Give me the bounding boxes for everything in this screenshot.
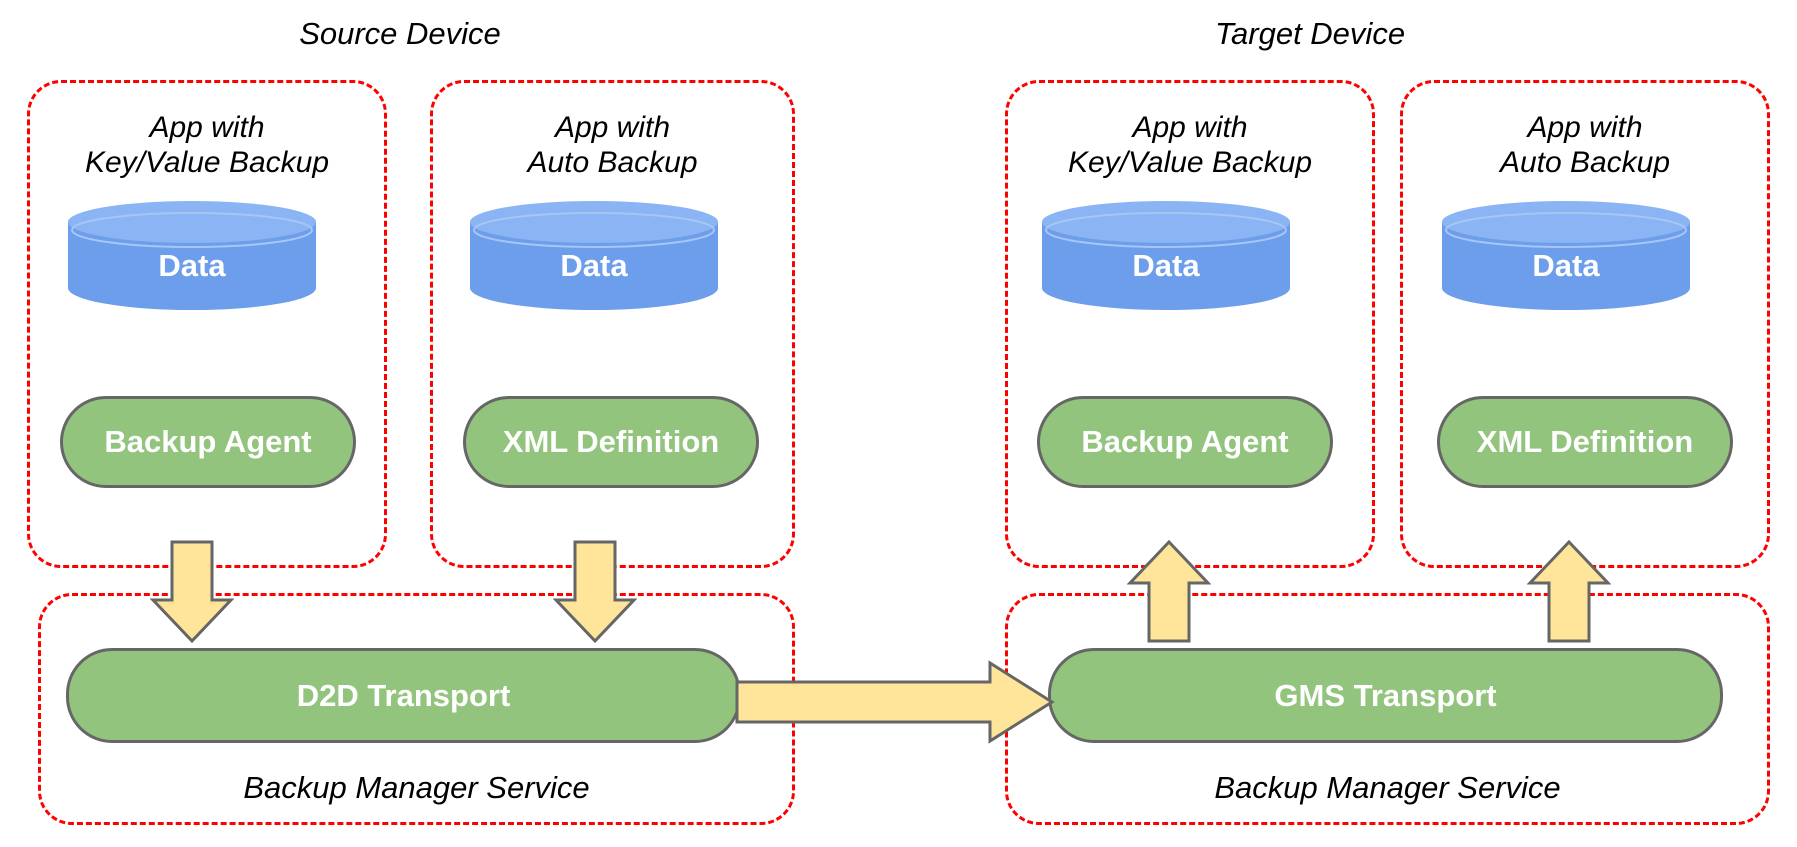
- source-device-title: Source Device: [299, 16, 501, 51]
- source-autobackup-data-cylinder: Data: [468, 200, 720, 310]
- target-autobackup-data-cylinder: Data: [1440, 200, 1692, 310]
- arrow-gms-to-backup-agent-icon: [1127, 540, 1211, 644]
- target-backup-agent-box[interactable]: Backup Agent: [1037, 396, 1333, 488]
- source-app-keyvalue-label: App with Key/Value Backup: [84, 111, 330, 180]
- source-app-autobackup-label: App with Auto Backup: [527, 111, 698, 180]
- gms-transport-box[interactable]: GMS Transport: [1048, 648, 1723, 743]
- d2d-transport-box[interactable]: D2D Transport: [66, 648, 741, 743]
- arrow-gms-to-xml-definition-icon: [1527, 540, 1611, 644]
- source-backup-agent-box[interactable]: Backup Agent: [60, 396, 356, 488]
- target-backup-manager-service-label: Backup Manager Service: [1214, 770, 1561, 805]
- target-keyvalue-data-cylinder: Data: [1040, 200, 1292, 310]
- source-backup-manager-service-label: Backup Manager Service: [243, 770, 590, 805]
- target-xml-definition-box[interactable]: XML Definition: [1437, 396, 1733, 488]
- target-device-title: Target Device: [1214, 16, 1406, 51]
- source-keyvalue-data-cylinder: Data: [66, 200, 318, 310]
- arrow-backup-agent-to-d2d-icon: [150, 540, 234, 644]
- target-app-keyvalue-label: App with Key/Value Backup: [1067, 111, 1313, 180]
- source-xml-definition-box[interactable]: XML Definition: [463, 396, 759, 488]
- arrow-xml-definition-to-d2d-icon: [553, 540, 637, 644]
- target-app-autobackup-label: App with Auto Backup: [1499, 111, 1671, 180]
- arrow-d2d-to-gms-icon: [735, 660, 1055, 744]
